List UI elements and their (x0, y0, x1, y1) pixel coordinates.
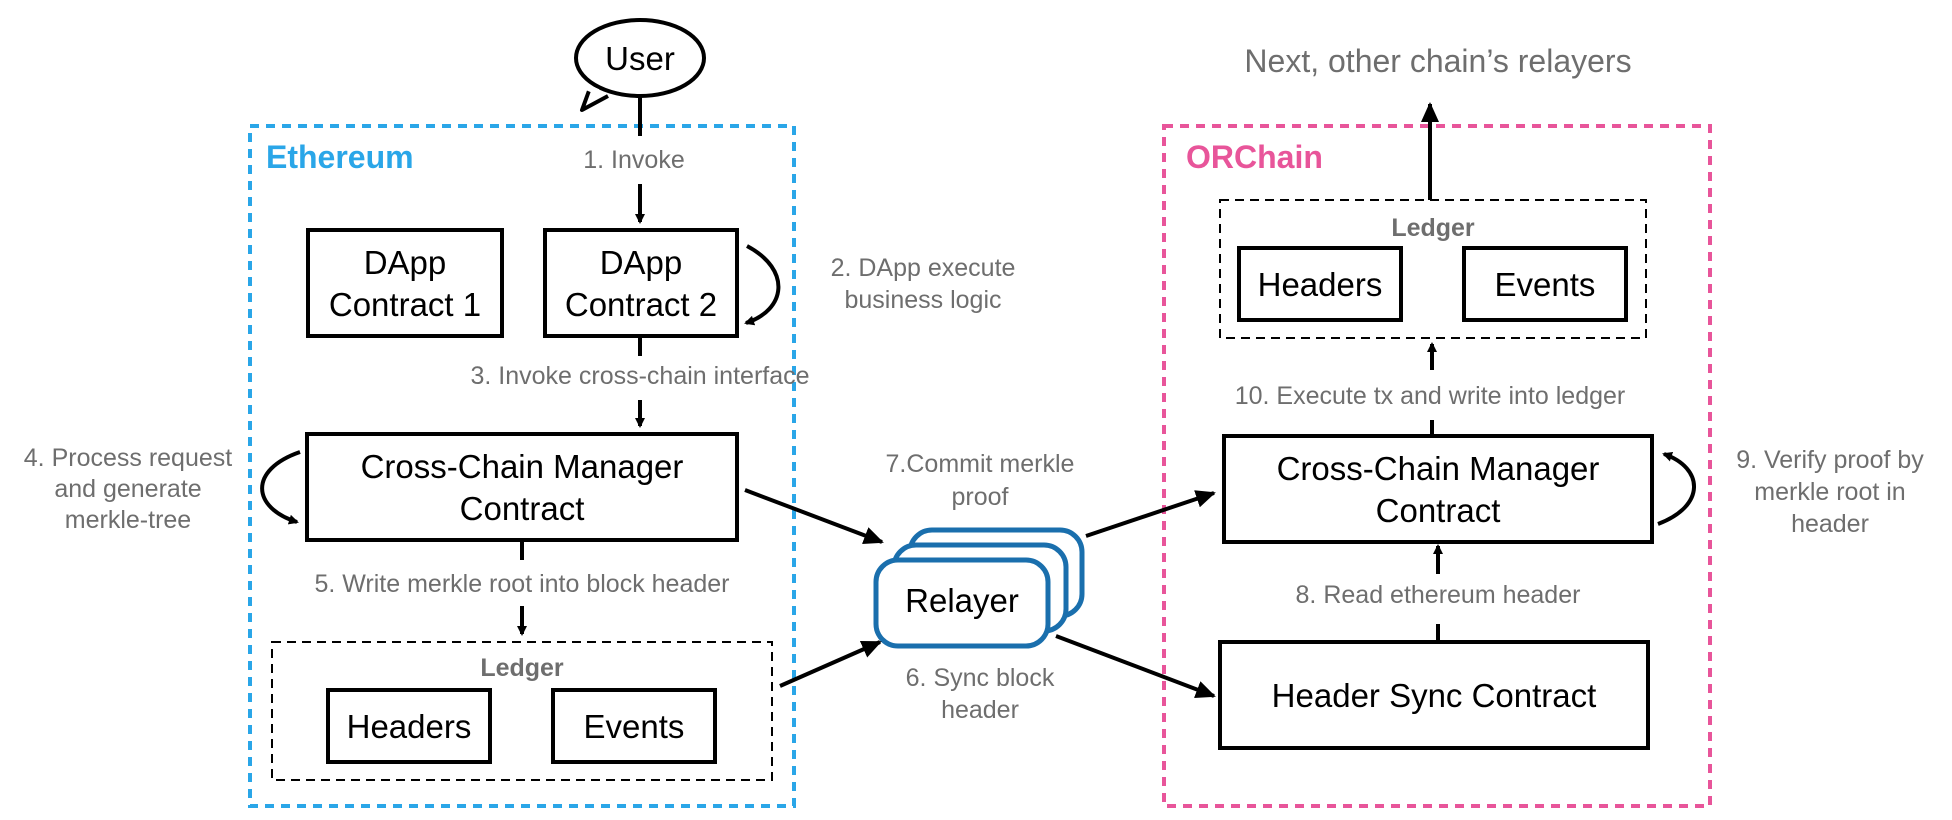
step-1-label: 1. Invoke (583, 146, 684, 174)
or-ledger-headers: Headers (1258, 266, 1383, 303)
step-9-line3: header (1791, 510, 1869, 538)
user-bubble: User (574, 18, 706, 112)
or-ccm-line1: Cross-Chain Manager (1277, 450, 1600, 487)
orchain-ccm-contract: Cross-Chain Manager Contract (1222, 434, 1654, 544)
dapp2-line1: DApp (600, 244, 683, 281)
dapp1-line2: Contract 1 (329, 286, 481, 323)
or-ccm-line2: Contract (1376, 492, 1501, 529)
dapp-contract-1: DApp Contract 1 (306, 228, 504, 338)
step-3-label: 3. Invoke cross-chain interface (470, 362, 809, 390)
step-4-line2: and generate (54, 475, 201, 503)
ethereum-region (248, 124, 796, 808)
eth-ledger-headers: Headers (347, 708, 472, 745)
header-sync-label: Header Sync Contract (1272, 677, 1597, 714)
step-4-line1: 4. Process request (24, 444, 232, 472)
eth-ledger-title: Ledger (480, 654, 564, 682)
user-label: User (605, 40, 675, 77)
relayer-label: Relayer (905, 582, 1019, 619)
orchain-ledger: Ledger Headers Events (1219, 199, 1647, 339)
step-2-line1: 2. DApp execute (831, 254, 1016, 282)
eth-ledger-events: Events (584, 708, 685, 745)
ethereum-ccm-contract: Cross-Chain Manager Contract (305, 432, 739, 542)
step-10-label: 10. Execute tx and write into ledger (1235, 382, 1626, 410)
header-sync-contract: Header Sync Contract (1218, 640, 1650, 750)
step-9-line2: merkle root in (1754, 478, 1905, 506)
eth-ccm-line1: Cross-Chain Manager (361, 448, 684, 485)
step-5-label: 5. Write merkle root into block header (314, 570, 729, 598)
step-6-line1: 6. Sync block (906, 664, 1055, 692)
or-ledger-title: Ledger (1391, 214, 1475, 242)
dapp-contract-2: DApp Contract 2 (543, 228, 739, 338)
or-ledger-events: Events (1495, 266, 1596, 303)
orchain-region (1162, 124, 1712, 808)
orchain-title: ORChain (1186, 139, 1323, 175)
step-6-line2: header (941, 696, 1019, 724)
step-9-line1: 9. Verify proof by (1736, 446, 1924, 474)
step-7-line1: 7.Commit merkle (886, 450, 1075, 478)
ethereum-title: Ethereum (266, 139, 414, 175)
step-7-line2: proof (952, 483, 1009, 511)
dapp1-line1: DApp (364, 244, 447, 281)
ethereum-ledger: Ledger Headers Events (271, 641, 773, 781)
step-2-line2: business logic (844, 286, 1001, 314)
next-relayers-label: Next, other chain’s relayers (1244, 43, 1631, 79)
relayer-stack: Relayer (873, 527, 1085, 649)
step-8-label: 8. Read ethereum header (1296, 581, 1581, 609)
eth-ccm-line2: Contract (460, 490, 585, 527)
dapp2-line2: Contract 2 (565, 286, 717, 323)
step-4-line3: merkle-tree (65, 506, 191, 534)
